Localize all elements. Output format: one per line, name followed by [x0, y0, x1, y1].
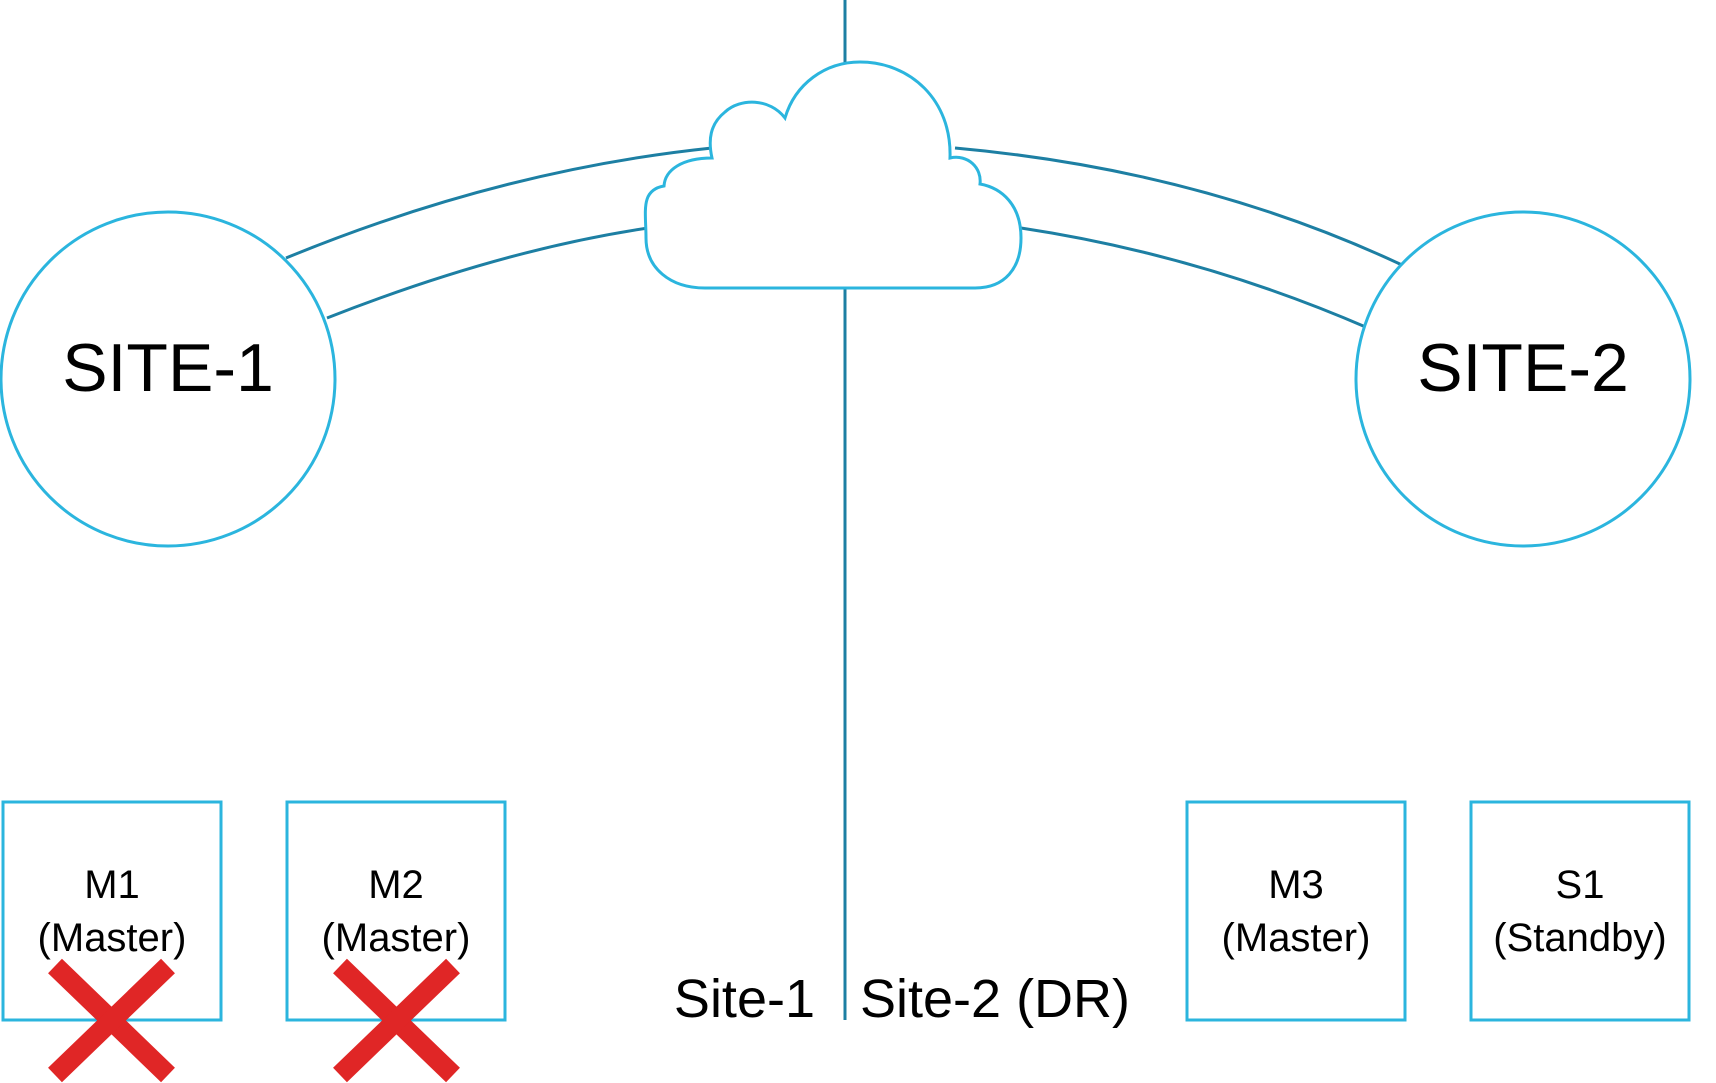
red-x-icon: [333, 958, 460, 1083]
site-2-label: SITE-2: [1417, 330, 1629, 406]
node-m2-role: (Master): [322, 916, 471, 960]
link-cloud-site2-outer: [954, 146, 1403, 267]
site-2-node: SITE-2: [1354, 210, 1692, 548]
node-m2: M2 (Master): [285, 800, 507, 1022]
node-m1-role: (Master): [38, 916, 187, 960]
node-m3-name: M3: [1268, 863, 1324, 907]
node-m3-role: (Master): [1222, 916, 1371, 960]
node-m2-name: M2: [368, 863, 424, 907]
divider-right-label: Site-2 (DR): [860, 969, 1130, 1029]
node-m3: M3 (Master): [1185, 800, 1407, 1022]
node-s1-name: S1: [1556, 863, 1605, 907]
link-site1-cloud-outer: [285, 146, 713, 260]
node-m1-name: M1: [84, 863, 140, 907]
node-s1: S1 (Standby): [1469, 800, 1691, 1022]
red-x-icon: [48, 958, 175, 1083]
node-m1: M1 (Master): [1, 800, 223, 1022]
cloud-icon: [643, 60, 1023, 290]
node-s1-role: (Standby): [1493, 916, 1666, 960]
site-1-node: SITE-1: [0, 210, 337, 548]
link-site1-cloud-inner: [326, 226, 649, 320]
link-cloud-site2-inner: [1020, 226, 1369, 330]
site-1-label: SITE-1: [62, 330, 274, 406]
divider-left-label: Site-1: [674, 969, 815, 1029]
